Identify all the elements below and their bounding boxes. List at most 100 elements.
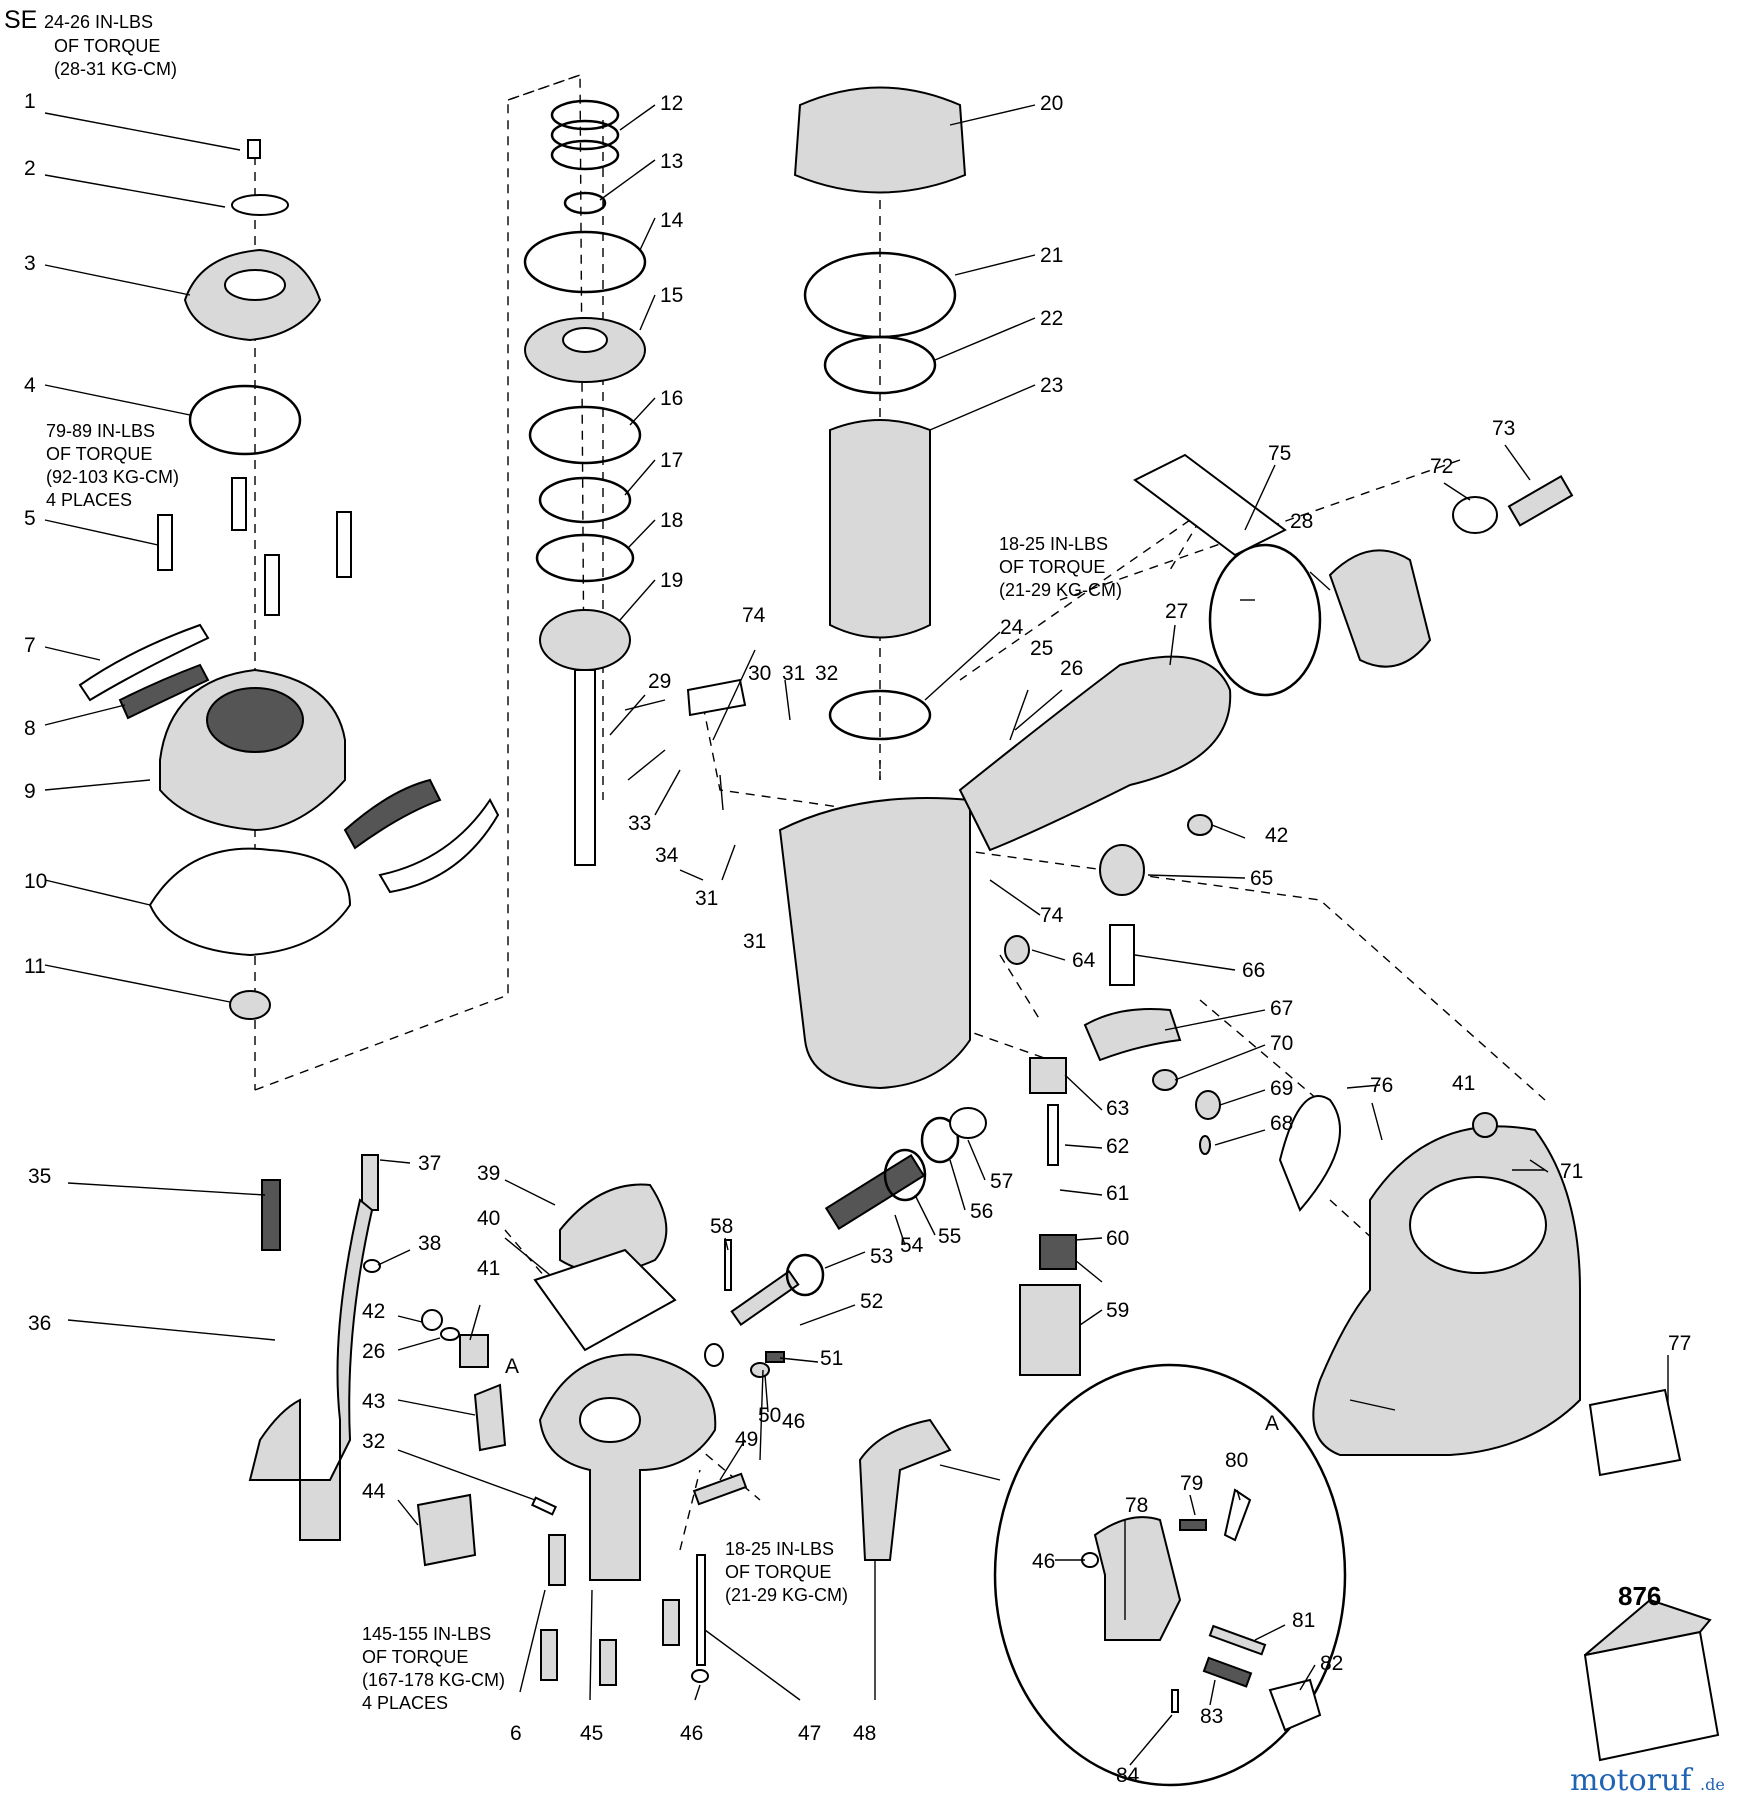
part-80-lever (1223, 1488, 1252, 1542)
part-6-bolt-b (540, 1629, 558, 1681)
label-19: 19 (660, 569, 683, 592)
part-26-washer (440, 1327, 460, 1341)
part-55-o-ring (883, 1148, 927, 1202)
parts-cylinder-column (793, 86, 967, 741)
label-51: 51 (820, 1347, 843, 1370)
part-19-driver-piston (539, 609, 631, 671)
label-62: 62 (1106, 1135, 1129, 1158)
part-2-washer (231, 194, 289, 216)
part-71-magazine (1312, 1125, 1581, 1456)
label-41-a: 41 (477, 1257, 500, 1280)
part-51-spring (765, 1351, 785, 1363)
part-58-pin (724, 1239, 732, 1291)
label-45: 45 (580, 1722, 603, 1745)
svg-text:(21-29 KG-CM): (21-29 KG-CM) (725, 1585, 848, 1605)
label-53: 53 (870, 1245, 893, 1268)
part-36-safety (248, 1198, 374, 1541)
part-number-labels: 1 2 3 4 5 7 8 9 10 11 12 13 14 15 16 17 … (24, 90, 1691, 1787)
part-74-label (686, 678, 747, 717)
part-41-roller (1472, 1112, 1498, 1138)
label-73: 73 (1492, 417, 1515, 440)
parts-main-body (686, 453, 1574, 1090)
svg-text:4 PLACES: 4 PLACES (362, 1693, 448, 1713)
parts-bottom-left (248, 1107, 987, 1686)
part-50-ring (704, 1343, 724, 1367)
part-5-bolts (157, 477, 352, 616)
label-3: 3 (24, 252, 36, 275)
label-40: 40 (477, 1207, 500, 1230)
svg-text:OF TORQUE: OF TORQUE (46, 444, 152, 464)
part-78-trigger (1093, 1516, 1182, 1641)
part-68-pin (1199, 1135, 1211, 1155)
part-17-o-ring (538, 476, 632, 524)
label-30: 30 (748, 662, 771, 685)
part-66-spring (1109, 924, 1135, 986)
label-74-b: 74 (1040, 904, 1064, 927)
svg-text:4 PLACES: 4 PLACES (46, 490, 132, 510)
part-19-driver-blade (574, 669, 596, 866)
part-69-part (1195, 1090, 1221, 1120)
parts-trigger-column (1004, 814, 1221, 1376)
part-62-spring (1047, 1104, 1059, 1166)
part-83-spring (1202, 1656, 1253, 1688)
label-71: 71 (1560, 1160, 1583, 1183)
label-63: 63 (1106, 1097, 1129, 1120)
label-41-b: 41 (1452, 1072, 1475, 1095)
label-29: 29 (648, 670, 671, 693)
label-77: 77 (1668, 1332, 1691, 1355)
label-56: 56 (970, 1200, 993, 1223)
label-31-b: 31 (695, 887, 718, 910)
torque-top-line-1: 24-26 IN-LBS (44, 12, 153, 32)
label-69: 69 (1270, 1077, 1293, 1100)
part-54-spring (824, 1153, 926, 1231)
header-torque-note: SE 24-26 IN-LBS OF TORQUE (28-31 KG-CM) (4, 6, 177, 79)
part-6-bolt-a (548, 1534, 566, 1586)
part-4-handle-o-ring (1208, 543, 1322, 697)
label-75: 75 (1268, 442, 1291, 465)
label-74-a: 74 (742, 604, 766, 627)
part-18-o-ring (535, 533, 635, 583)
label-84: 84 (1116, 1764, 1140, 1787)
part-81-pin (1208, 1624, 1267, 1656)
svg-text:OF TORQUE: OF TORQUE (725, 1562, 831, 1582)
part-32-pin (531, 1496, 557, 1516)
label-66: 66 (1242, 959, 1265, 982)
part-53-o-ring (785, 1253, 825, 1297)
label-33: 33 (628, 812, 651, 835)
label-47: 47 (798, 1722, 821, 1745)
svg-text:(167-178 KG-CM): (167-178 KG-CM) (362, 1670, 505, 1690)
leader-lines (44, 104, 1669, 1766)
label-5: 5 (24, 507, 36, 530)
part-41-bushing (459, 1334, 489, 1368)
label-82: 82 (1320, 1652, 1343, 1675)
label-79: 79 (1180, 1472, 1203, 1495)
label-48: 48 (853, 1722, 876, 1745)
label-76: 76 (1370, 1074, 1393, 1097)
parts-piston-column (523, 99, 647, 866)
part-59-trigger (1019, 1284, 1081, 1376)
part-84-pin (1171, 1689, 1179, 1713)
label-31-c: 31 (743, 930, 766, 953)
label-32-b: 32 (362, 1430, 385, 1453)
part-14-o-ring (523, 230, 647, 294)
label-26-b: 26 (362, 1340, 385, 1363)
part-67-trigger-lever (1083, 1008, 1182, 1062)
part-40-gasket (533, 1248, 677, 1352)
part-56-ring (920, 1116, 960, 1164)
label-44: 44 (362, 1480, 386, 1503)
label-58: 58 (710, 1215, 733, 1238)
kit-876-box: 876 (1583, 1581, 1720, 1762)
label-4: 4 (24, 374, 36, 397)
part-24-o-ring (828, 689, 932, 741)
part-1-screw (247, 139, 261, 159)
part-28-end-cap (1328, 549, 1432, 668)
label-83: 83 (1200, 1705, 1223, 1728)
label-49: 49 (735, 1428, 758, 1451)
label-23: 23 (1040, 374, 1063, 397)
part-70-part (1152, 1069, 1178, 1091)
part-46-washer-b (750, 1362, 770, 1378)
svg-text:18-25 IN-LBS: 18-25 IN-LBS (999, 534, 1108, 554)
part-63-trigger-block (1029, 1057, 1067, 1094)
label-35: 35 (28, 1165, 51, 1188)
